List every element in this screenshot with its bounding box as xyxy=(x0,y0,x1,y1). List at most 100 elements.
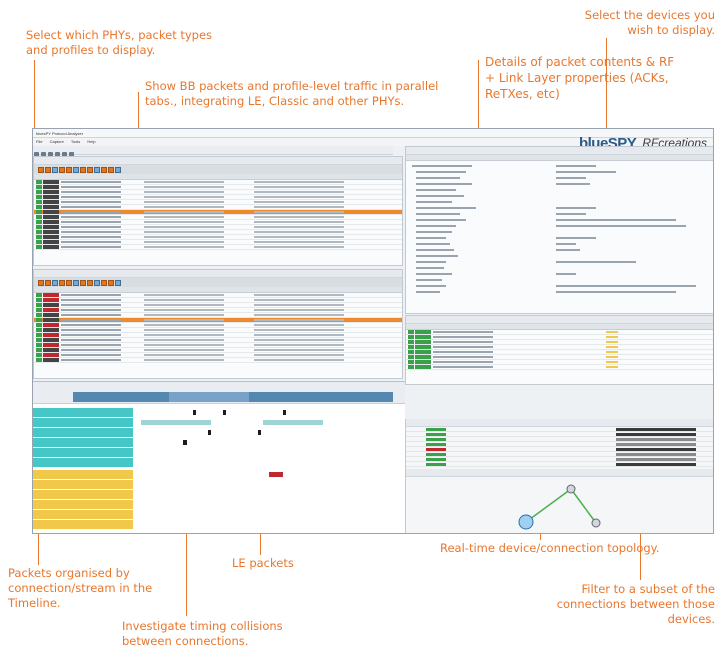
record-icon[interactable] xyxy=(48,152,53,157)
table-row[interactable] xyxy=(34,200,402,205)
leader-line xyxy=(478,60,479,150)
filter-icon[interactable] xyxy=(73,166,79,173)
table-row[interactable] xyxy=(34,225,402,230)
filter-icon[interactable] xyxy=(73,279,79,286)
callout-topology: Real-time device/connection topology. xyxy=(440,541,660,555)
filter-icon[interactable] xyxy=(94,166,100,173)
table-row[interactable] xyxy=(34,185,402,190)
device-node[interactable] xyxy=(566,484,576,494)
filter-icon[interactable] xyxy=(45,166,51,173)
filter-icon[interactable] xyxy=(87,166,93,173)
table-row[interactable] xyxy=(34,235,402,240)
filter-icon[interactable] xyxy=(45,279,51,286)
device-row[interactable] xyxy=(406,335,713,340)
table-row[interactable] xyxy=(34,180,402,185)
main-toolbar xyxy=(33,146,393,157)
filter-icon[interactable] xyxy=(101,166,107,173)
callout-select-devices: Select the devices you wish to display. xyxy=(584,8,715,37)
menu-file[interactable]: File xyxy=(36,139,43,144)
table-row[interactable] xyxy=(34,220,402,225)
packet-details-panel xyxy=(405,146,713,314)
open-icon[interactable] xyxy=(34,152,39,157)
connection-row[interactable] xyxy=(406,452,713,457)
connections-toolbar xyxy=(406,419,713,427)
table-row[interactable] xyxy=(34,205,402,210)
filter-icon[interactable] xyxy=(66,279,72,286)
menu-bar: File Capture Tools Help xyxy=(33,138,713,146)
table-row-selected[interactable] xyxy=(34,318,402,323)
table-row[interactable] xyxy=(34,313,402,318)
table-row[interactable] xyxy=(34,308,402,313)
filter-icon[interactable] xyxy=(94,279,100,286)
leader-line xyxy=(34,60,35,170)
table-row[interactable] xyxy=(34,293,402,298)
packet-list-toolbar xyxy=(34,270,402,278)
table-row[interactable] xyxy=(34,195,402,200)
menu-capture[interactable]: Capture xyxy=(49,139,64,144)
device-row[interactable] xyxy=(406,360,713,365)
connection-row[interactable] xyxy=(406,437,713,442)
menu-help[interactable]: Help xyxy=(87,139,96,144)
filter-icon[interactable] xyxy=(101,279,107,286)
table-row[interactable] xyxy=(34,328,402,333)
filter-icon[interactable] xyxy=(59,279,65,286)
table-row[interactable] xyxy=(34,353,402,358)
connection-row[interactable] xyxy=(406,447,713,452)
device-node[interactable] xyxy=(591,518,601,528)
device-row[interactable] xyxy=(406,340,713,345)
filter-icon[interactable] xyxy=(80,279,86,286)
filter-icon[interactable] xyxy=(108,166,114,173)
menu-tools[interactable]: Tools xyxy=(70,139,81,144)
filter-icon[interactable] xyxy=(80,166,86,173)
table-row[interactable] xyxy=(34,230,402,235)
table-row[interactable] xyxy=(34,240,402,245)
device-row[interactable] xyxy=(406,330,713,335)
filter-icon[interactable] xyxy=(38,279,44,286)
connection-row[interactable] xyxy=(406,457,713,462)
table-row[interactable] xyxy=(34,245,402,250)
topology-graph xyxy=(518,484,601,530)
filter-icon[interactable] xyxy=(59,166,65,173)
phy-filter-bar xyxy=(34,278,402,287)
device-row[interactable] xyxy=(406,350,713,355)
leader-line xyxy=(606,38,607,148)
connection-row[interactable] xyxy=(406,442,713,447)
timeline-lane xyxy=(33,510,405,519)
table-row[interactable] xyxy=(34,303,402,308)
table-row-selected[interactable] xyxy=(34,210,402,215)
table-row[interactable] xyxy=(34,333,402,338)
filter-icon[interactable] xyxy=(38,166,44,173)
filter-icon[interactable] xyxy=(108,279,114,286)
stop-icon[interactable] xyxy=(55,152,60,157)
table-row[interactable] xyxy=(34,338,402,343)
connection-row[interactable] xyxy=(406,462,713,467)
table-row[interactable] xyxy=(34,348,402,353)
phy-filter-bar xyxy=(34,165,402,174)
filter-icon[interactable] xyxy=(115,279,121,286)
table-row[interactable] xyxy=(34,323,402,328)
table-row[interactable] xyxy=(34,190,402,195)
device-row[interactable] xyxy=(406,365,713,370)
search-icon[interactable] xyxy=(69,152,74,157)
filter-icon[interactable] xyxy=(52,279,58,286)
filter-icon[interactable] xyxy=(87,279,93,286)
table-header xyxy=(34,287,402,293)
filter-icon[interactable] xyxy=(115,166,121,173)
timeline-lane xyxy=(33,448,405,457)
table-row[interactable] xyxy=(34,343,402,348)
save-icon[interactable] xyxy=(41,152,46,157)
settings-icon[interactable] xyxy=(62,152,67,157)
timeline-panel xyxy=(33,381,405,533)
details-header xyxy=(406,155,713,161)
filter-icon[interactable] xyxy=(52,166,58,173)
table-row[interactable] xyxy=(34,215,402,220)
table-row[interactable] xyxy=(34,358,402,363)
device-row[interactable] xyxy=(406,355,713,360)
device-row[interactable] xyxy=(406,345,713,350)
connection-row[interactable] xyxy=(406,432,713,437)
table-row[interactable] xyxy=(34,298,402,303)
connection-row[interactable] xyxy=(406,427,713,432)
filter-icon[interactable] xyxy=(66,166,72,173)
timeline-lane xyxy=(33,428,405,437)
device-node[interactable] xyxy=(518,514,534,530)
